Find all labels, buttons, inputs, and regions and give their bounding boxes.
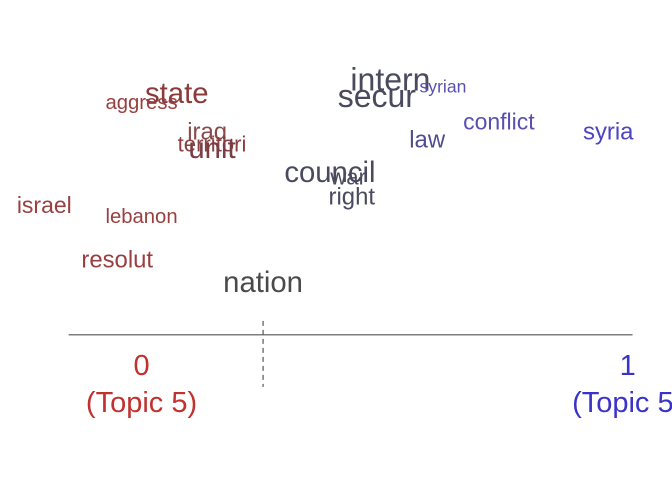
word-conflict: conflict	[463, 108, 535, 134]
word-nation: nation	[223, 266, 303, 299]
word-syrian: syrian	[419, 77, 466, 97]
word-state: state	[145, 77, 209, 110]
right-end-topic: (Topic 5)	[572, 387, 672, 419]
word-aggress: aggress	[105, 92, 177, 114]
word-resolut: resolut	[81, 247, 153, 274]
word-syria: syria	[583, 119, 634, 146]
left-end-label: 0 (Topic 5)	[86, 350, 197, 419]
word-war: war	[329, 164, 366, 189]
right-end-value: 1	[620, 350, 636, 382]
right-end-label: 1 (Topic 5)	[572, 350, 672, 419]
word-law: law	[409, 127, 446, 154]
word-unit: unit	[188, 132, 235, 165]
word-secur: secur	[338, 78, 417, 114]
word-territori: territori	[178, 132, 247, 157]
word-lebanon: lebanon	[105, 206, 177, 228]
word-intern: intern	[350, 62, 430, 98]
word-right: right	[329, 184, 376, 211]
left-end-value: 0	[133, 350, 149, 382]
word-iraq: iraq	[187, 119, 227, 146]
left-end-topic: (Topic 5)	[86, 387, 197, 419]
word-israel: israel	[17, 192, 72, 218]
word-council: council	[284, 156, 375, 189]
